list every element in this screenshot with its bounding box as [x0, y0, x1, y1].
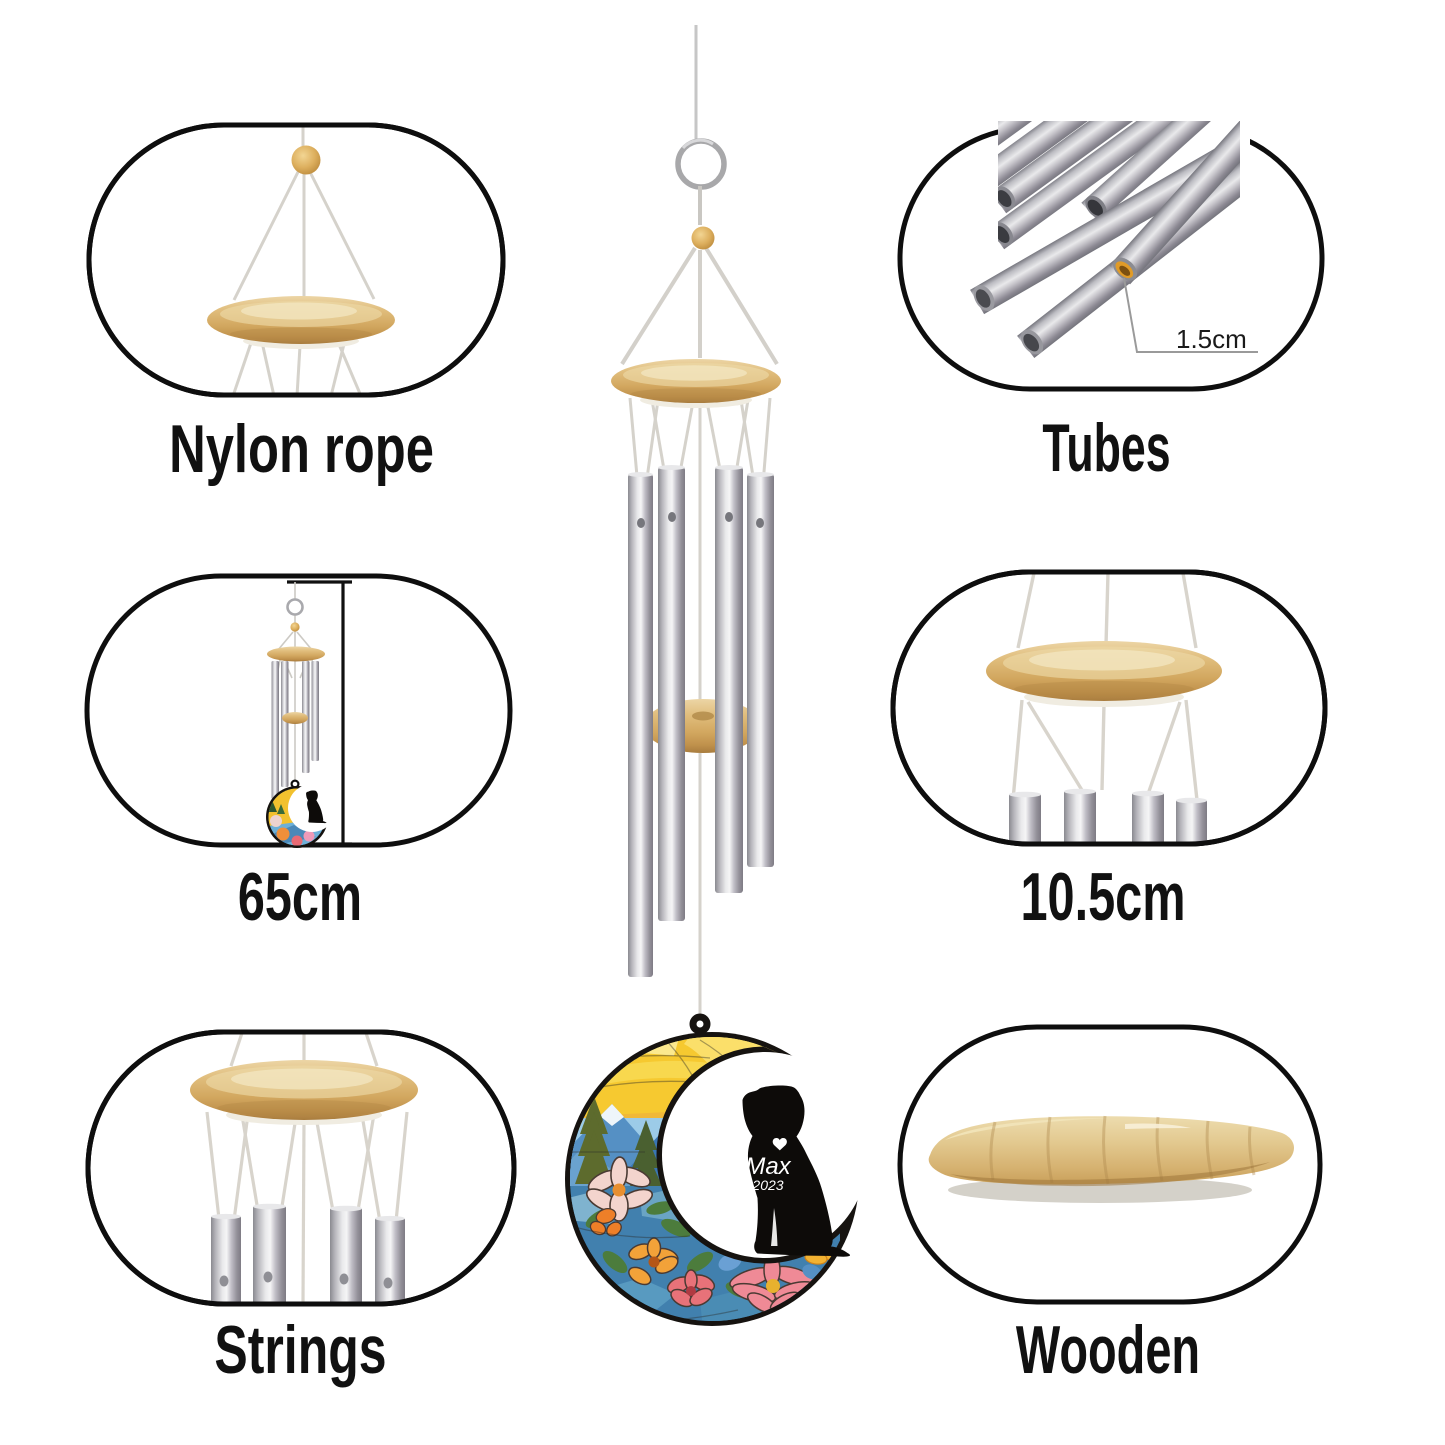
svg-text:65cm: 65cm	[238, 859, 362, 935]
svg-text:2023: 2023	[751, 1177, 783, 1193]
svg-text:Nylon rope: Nylon rope	[169, 411, 434, 487]
svg-text:10.5cm: 10.5cm	[1020, 858, 1185, 935]
svg-text:Wooden: Wooden	[1016, 1312, 1200, 1388]
svg-text:Strings: Strings	[214, 1311, 386, 1387]
svg-text:Tubes: Tubes	[1042, 411, 1170, 487]
svg-text:Max: Max	[745, 1153, 791, 1180]
svg-text:1.5cm: 1.5cm	[1176, 324, 1247, 354]
